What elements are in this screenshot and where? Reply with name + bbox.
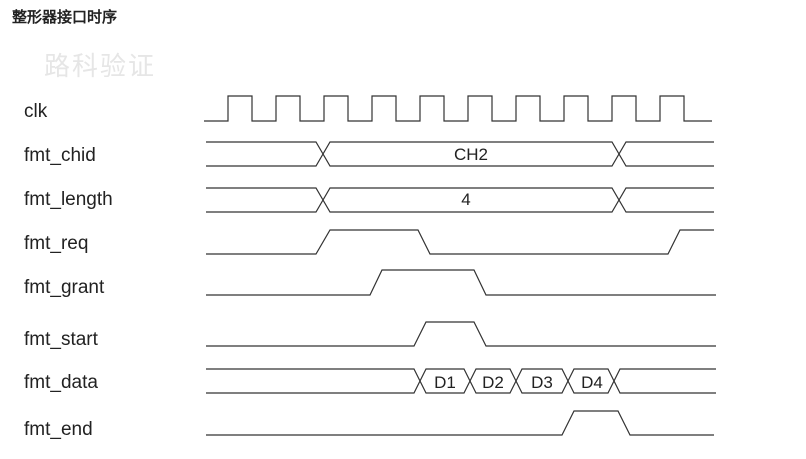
signal-label-fmt-req: fmt_req	[24, 233, 89, 254]
fmt-end-waveform	[206, 410, 714, 436]
signal-label-fmt-data: fmt_data	[24, 372, 98, 393]
fmt-start-waveform	[206, 321, 716, 347]
fmt-chid-value: CH2	[454, 145, 488, 164]
fmt-grant-waveform	[206, 269, 716, 296]
signal-label-fmt-chid: fmt_chid	[24, 145, 96, 166]
diagram-title: 整形器接口时序	[12, 8, 118, 26]
fmt-data-value-d1: D1	[434, 373, 456, 392]
fmt-req-waveform	[206, 229, 714, 255]
fmt-length-value: 4	[461, 190, 470, 209]
fmt-data-value-d4: D4	[581, 373, 603, 392]
signal-label-fmt-length: fmt_length	[24, 189, 113, 210]
watermark: 路科验证	[44, 52, 157, 82]
fmt-chid-bus	[206, 141, 714, 167]
signal-label-fmt-grant: fmt_grant	[24, 277, 105, 298]
fmt-data-value-d3: D3	[531, 373, 553, 392]
fmt-length-bus	[206, 187, 714, 213]
clk-waveform	[204, 95, 712, 122]
signal-label-clk: clk	[24, 101, 48, 122]
signal-label-fmt-start: fmt_start	[24, 329, 98, 350]
fmt-data-value-d2: D2	[482, 373, 504, 392]
signal-label-fmt-end: fmt_end	[24, 419, 93, 440]
fmt-data-bus	[206, 368, 716, 394]
